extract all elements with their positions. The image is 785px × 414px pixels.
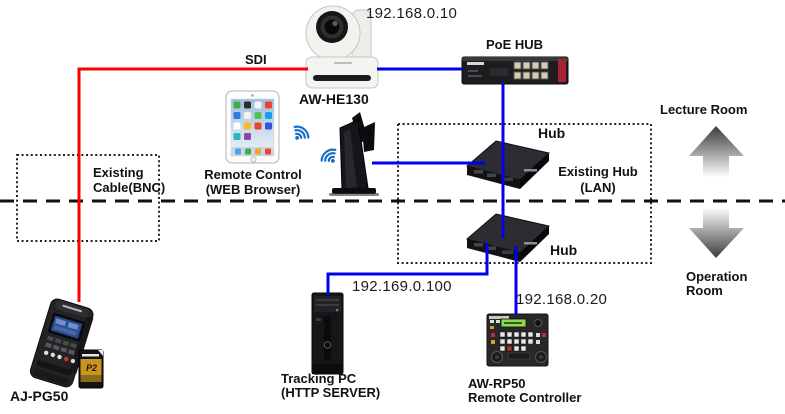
ipad: [225, 90, 280, 164]
pg50-recorder: [29, 298, 94, 388]
lecture-room-label: Lecture Room: [660, 102, 748, 117]
poe-hub-label: PoE HUB: [486, 37, 544, 52]
sdi-label: SDI: [245, 52, 267, 67]
existing-cable-line1: Existing: [93, 165, 144, 180]
hub-operation-label: Hub: [550, 242, 578, 258]
controller-line1: AW-RP50: [468, 376, 526, 391]
tracking-pc-line1: Tracking PC: [281, 371, 357, 386]
existing-hub-lan-box: [397, 123, 652, 264]
sdi-cable-line: [77, 67, 308, 302]
existing-cable-line2: Cable(BNC): [93, 180, 166, 195]
operation-room-arrow: [689, 208, 744, 258]
existing-cable-label: Existing Cable(BNC): [93, 165, 165, 195]
controller-line2: Remote Controller: [468, 390, 582, 405]
hub-device-lecture: [465, 140, 551, 189]
rp50-button-grid: [491, 331, 546, 352]
lan-cable-lines: [326, 67, 518, 315]
camera-ip-label: 192.168.0.10: [366, 5, 458, 22]
p2-card: P2: [78, 349, 104, 389]
pg50-buttons: [43, 335, 77, 364]
tracking-pc-label: Tracking PC (HTTP SERVER): [281, 372, 380, 400]
ptz-camera: [305, 5, 379, 89]
existing-hub-line1: Existing Hub: [558, 164, 638, 179]
wifi-signal-icon: [293, 125, 310, 140]
wifi-signal-icon: [320, 148, 337, 163]
remote-control-line1: Remote Control: [204, 167, 302, 182]
lecture-room-arrow: [689, 126, 744, 177]
hub-device-operation: [466, 213, 550, 263]
ipad-app-icons: [233, 101, 272, 140]
poe-hub-device: [461, 56, 569, 85]
hub-lecture-label: Hub: [538, 125, 566, 141]
camera-model-label: AW-HE130: [299, 91, 369, 107]
controller-ip-label: 192.168.0.20: [516, 291, 608, 308]
remote-control-line2: (WEB Browser): [205, 182, 301, 197]
tracking-pc-line2: (HTTP SERVER): [281, 385, 381, 400]
controller-label: AW-RP50 Remote Controller: [468, 377, 581, 405]
tracking-pc-ip-label: 192.169.0.100: [352, 278, 452, 295]
operation-room-label: Operation Room: [686, 269, 748, 298]
remote-control-label: Remote Control (WEB Browser): [196, 167, 310, 197]
existing-hub-label: Existing Hub (LAN): [545, 164, 651, 196]
p2-logo-text: P2: [86, 363, 97, 373]
existing-hub-line2: (LAN): [580, 180, 616, 195]
wireless-router: [329, 112, 379, 196]
rp50-controller: [486, 313, 549, 367]
recorder-label: AJ-PG50: [10, 388, 69, 404]
existing-cable-bnc-box: [16, 154, 160, 242]
tracking-pc-tower: [311, 292, 344, 375]
